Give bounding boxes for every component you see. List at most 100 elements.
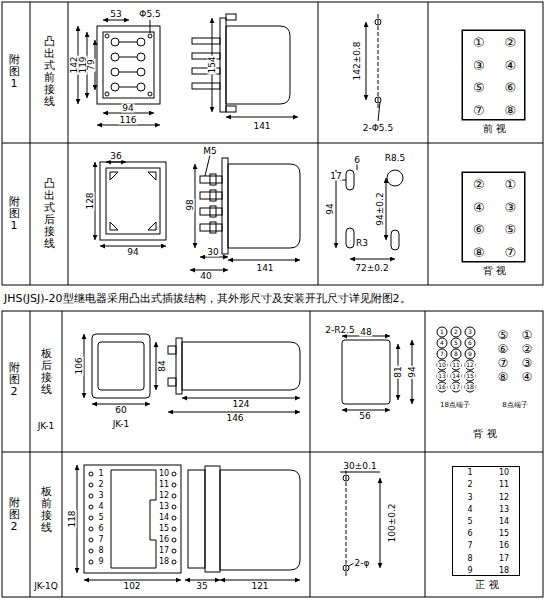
front-view [78, 20, 160, 125]
side-view [185, 466, 300, 580]
dimension-label: 18 [465, 384, 475, 390]
terminal-view-box: ②①④③⑥⑤⑧⑦背 视 [462, 172, 525, 262]
dimension-label: 56 [358, 412, 371, 421]
terminal-number: 4 [467, 506, 472, 514]
figure-label: 附图1 [9, 54, 20, 90]
dimension-label: 7 [97, 536, 104, 544]
dimension-label: 48 [359, 328, 372, 337]
dimension-label: 94 [408, 365, 417, 378]
terminal-number: ⑤ [473, 81, 485, 94]
dimension-label: 2-R2.5 [324, 326, 356, 335]
dimension-label: 141 [252, 122, 271, 131]
dimension-label: 94 [326, 202, 335, 215]
terminal-number: 10 [499, 469, 509, 477]
terminal-number: 7 [467, 542, 472, 550]
dimension-label: 142±0.8 [353, 40, 362, 81]
dimension-label: 2 [97, 481, 104, 489]
terminal-number: ⑧ [504, 103, 516, 116]
dimension-label: M5 [202, 147, 218, 156]
dimension-label: ⑧ [497, 371, 510, 383]
terminal-number: 11 [499, 481, 509, 489]
view-caption: 正 视 [475, 580, 498, 590]
terminal-grid [437, 327, 475, 392]
terminal-number: 17 [499, 555, 509, 563]
dimension-label: 60 [114, 406, 127, 415]
dimension-label: JK-1 [37, 422, 56, 431]
terminal-number: ② [504, 36, 516, 49]
dimension-label: 11 [158, 481, 170, 489]
dimension-label: 8点端子 [501, 402, 528, 409]
terminal-number: ② [473, 178, 485, 191]
terminal-view [462, 172, 525, 262]
terminal-number: ① [473, 36, 485, 49]
dimension-label: ⑤ [497, 329, 510, 341]
dimension-label: 15 [158, 525, 170, 533]
dimension-label: 13 [437, 373, 447, 379]
dimension-label: 30±0.1 [342, 462, 377, 471]
dimension-label: R8.5 [384, 154, 407, 163]
dimension-label: 142 [70, 55, 79, 74]
dimension-label: 16 [437, 384, 447, 390]
dimension-label: 10 [437, 362, 447, 368]
panel-cutout [366, 14, 381, 121]
dimension-label: 4 [97, 503, 104, 511]
dimension-label: 100±0.2 [388, 502, 397, 543]
dimension-label: 11 [451, 362, 461, 368]
dimension-label: 4 [439, 340, 445, 346]
dimension-label: 12 [465, 362, 475, 368]
dimension-label: 17 [329, 172, 342, 181]
dimension-label: 背 视 [472, 429, 497, 439]
terminal-view-box: ①②③④⑤⑥⑦⑧前 视 [462, 30, 525, 120]
side-view [168, 338, 300, 412]
dimension-label: 141 [255, 264, 274, 273]
dimension-label: 36 [109, 152, 122, 161]
terminal-number: ④ [473, 200, 485, 213]
dimension-label: 8 [97, 547, 104, 555]
terminal-number: 1 [467, 469, 472, 477]
panel-cutout [336, 164, 403, 259]
terminal-number: 5 [467, 518, 472, 526]
dimension-label: 94 [126, 248, 139, 257]
dimension-label: ① [521, 329, 534, 341]
view-caption: 背 视 [483, 266, 506, 276]
terminal-number: 6 [467, 530, 472, 538]
dimension-label: 2 [453, 329, 459, 335]
dimension-label: ② [521, 343, 534, 355]
terminal-number: ⑧ [473, 245, 485, 258]
dimension-label: 154 [208, 55, 217, 74]
dimension-label: 124 [231, 400, 250, 409]
dimension-label: 17 [451, 384, 461, 390]
dimension-label: ③ [521, 357, 534, 369]
dimension-label: 94±0.2 [376, 191, 385, 226]
dimension-label: 18 [158, 558, 170, 566]
dimension-label: 3 [97, 492, 104, 500]
terminal-number: ⑥ [504, 81, 516, 94]
dimension-label: JK-1 [112, 420, 131, 429]
dimension-label: 40 [199, 272, 212, 281]
dimension-label: 5 [453, 340, 459, 346]
view-caption: 前 视 [483, 124, 506, 134]
figure-label: 附图2 [9, 497, 20, 533]
dimension-label: 10 [158, 470, 170, 478]
figure-label: 凸出式后接线 [44, 178, 55, 251]
dimension-label: JK-1Q [33, 582, 59, 591]
dimension-label: 13 [158, 503, 170, 511]
dimension-label: ⑥ [497, 343, 510, 355]
dimension-label: 7 [439, 351, 445, 357]
figure-label: 板后接线 [41, 348, 52, 396]
dimension-label: Φ5.5 [138, 10, 161, 19]
terminal-number: 2 [467, 481, 472, 489]
terminal-number: ① [504, 178, 516, 191]
front-view [84, 334, 156, 404]
terminal-number: 3 [467, 494, 472, 502]
dimension-label: 121 [250, 582, 269, 591]
dimension-label: 6 [97, 525, 104, 533]
dimension-label: 8 [453, 351, 459, 357]
dimension-label: 128 [86, 191, 95, 210]
figure-label: 板前接线 [41, 486, 52, 534]
dimension-label: ④ [521, 371, 534, 383]
dimension-label: 2-φ [354, 559, 371, 568]
terminal-number: ⑤ [504, 223, 516, 236]
terminal-number: 16 [499, 542, 509, 550]
